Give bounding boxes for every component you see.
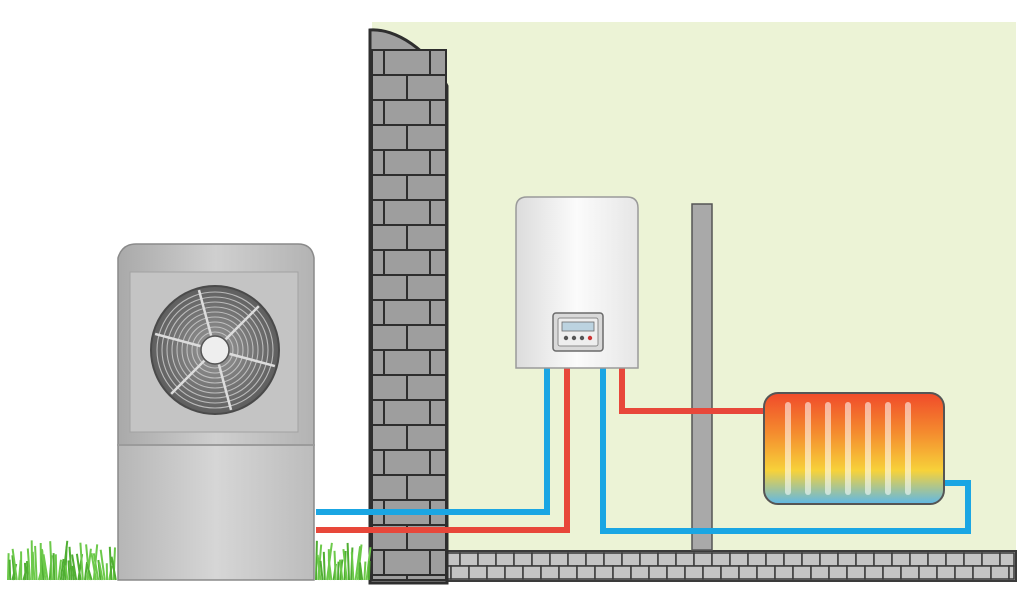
radiator-icon (763, 392, 945, 505)
return-pipe-radiator (600, 368, 971, 534)
grass-icon (315, 540, 372, 581)
control-panel-icon (552, 312, 604, 352)
brick-wall-icon (368, 28, 449, 585)
support-post (691, 203, 713, 551)
floor-brick-strip (439, 550, 1017, 582)
wall-mounted-indoor-unit-icon (515, 196, 639, 369)
fan-icon (150, 285, 280, 415)
flow-pipe-radiator (619, 368, 764, 414)
return-pipe-outdoor (316, 368, 550, 515)
grass-icon (7, 540, 117, 581)
heat-pump-outdoor-unit-icon (117, 243, 315, 581)
flow-pipe-outdoor (316, 368, 570, 533)
